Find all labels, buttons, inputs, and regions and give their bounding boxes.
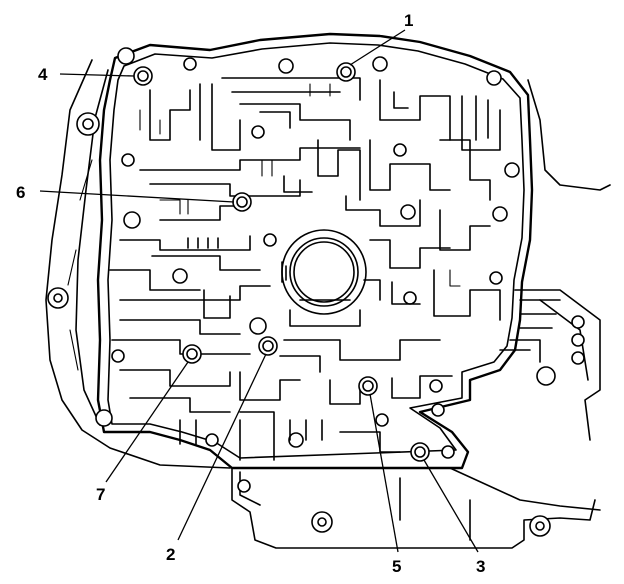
callout-label-7: 7 xyxy=(96,485,105,504)
leader-line-3 xyxy=(423,459,479,553)
plate-bolt-holes xyxy=(95,47,520,459)
leader-line-1 xyxy=(349,29,406,66)
right-casing-outline xyxy=(514,79,611,441)
checkball-7 xyxy=(182,344,202,364)
callout-label-6: 6 xyxy=(16,183,25,202)
checkball-5 xyxy=(358,376,378,396)
leader-line-4 xyxy=(59,73,135,77)
lower-housing-outline xyxy=(231,467,601,549)
leader-lines xyxy=(39,29,479,553)
callout-labels: 1 2 3 4 5 6 7 xyxy=(16,11,485,576)
transmission-case-outline xyxy=(45,59,231,469)
callout-label-5: 5 xyxy=(392,557,401,576)
leader-line-7 xyxy=(105,361,189,483)
checkball-6 xyxy=(232,192,252,212)
callout-label-2: 2 xyxy=(166,545,175,564)
callout-label-3: 3 xyxy=(476,557,485,576)
valve-body-plate-outline xyxy=(96,32,534,470)
checkball-2 xyxy=(258,336,278,356)
callout-label-4: 4 xyxy=(38,65,48,84)
central-bore xyxy=(281,229,367,315)
checkball-3 xyxy=(410,442,430,462)
callout-label-1: 1 xyxy=(404,11,413,30)
checkball-4 xyxy=(133,66,153,86)
fluid-passages xyxy=(109,77,561,461)
leader-line-5 xyxy=(369,393,399,553)
checkballs xyxy=(133,62,430,462)
checkball-1 xyxy=(336,62,356,82)
leader-line-2 xyxy=(177,353,267,541)
leader-line-6 xyxy=(39,190,235,203)
